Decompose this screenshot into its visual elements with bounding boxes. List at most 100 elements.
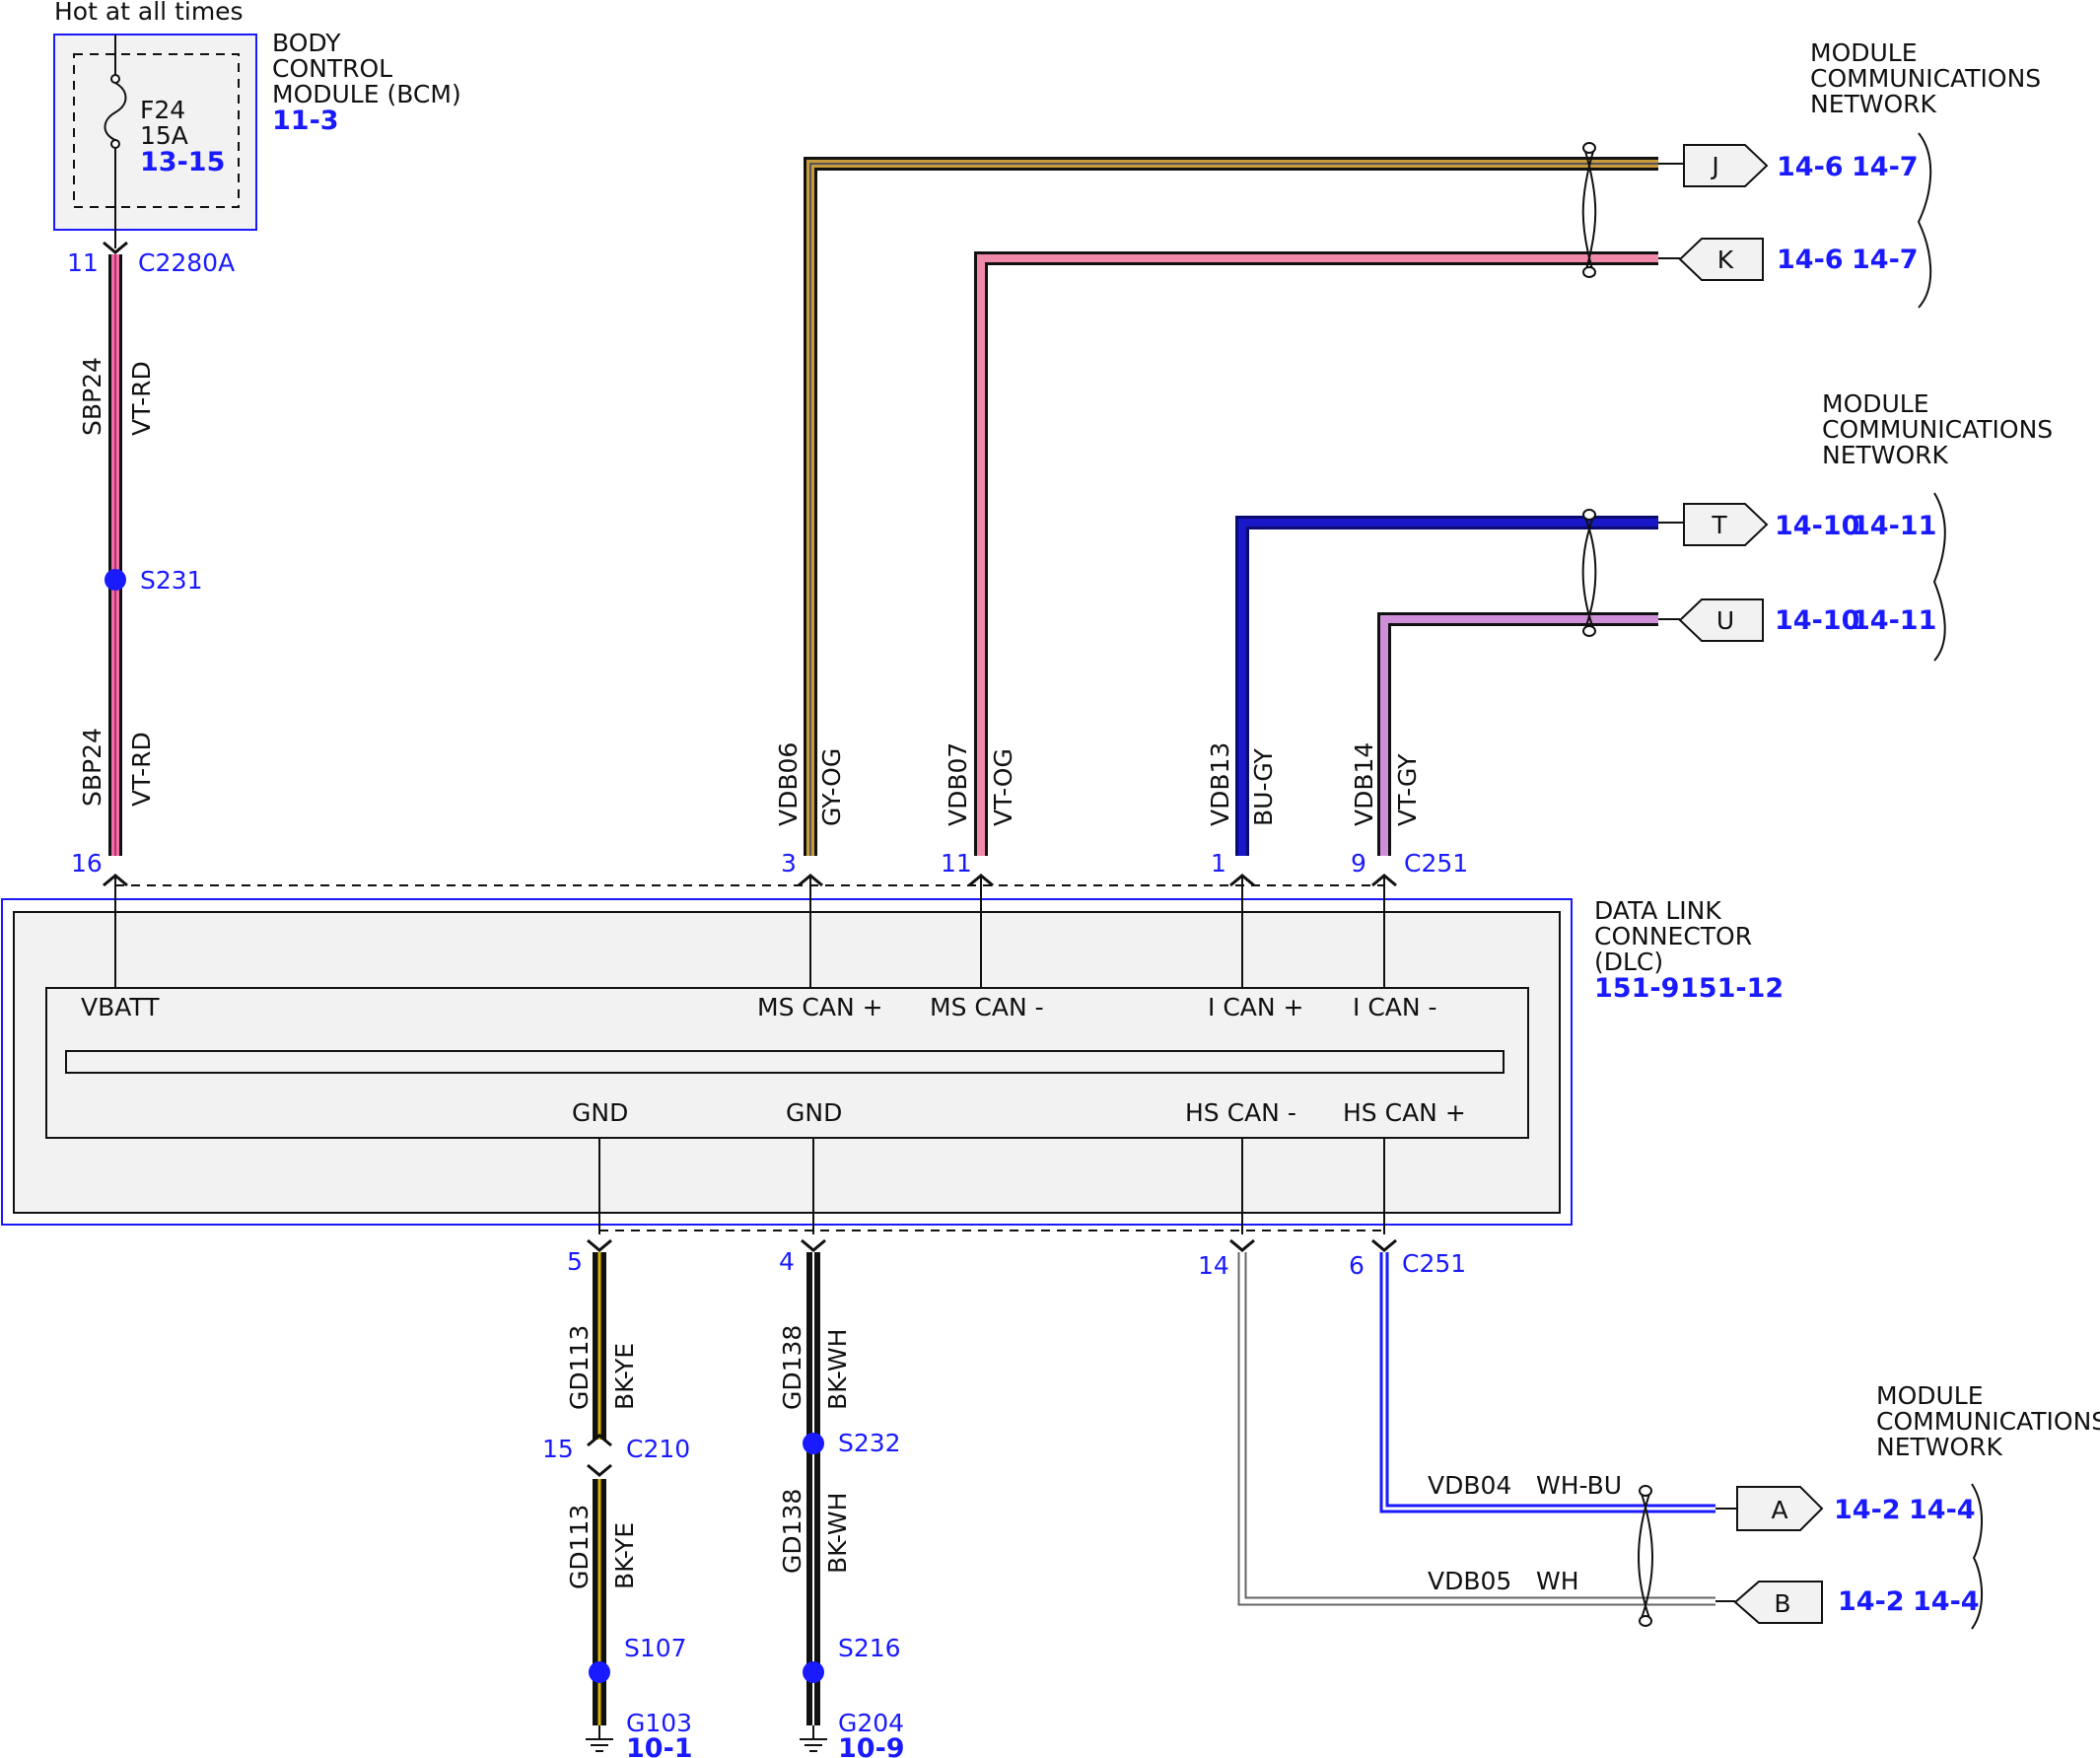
network-mid-title-2: COMMUNICATIONS — [1822, 415, 2053, 444]
connector-u-ref2[interactable]: 14-11 — [1852, 605, 1936, 636]
i-can-minus-wire[interactable] — [1377, 612, 1658, 856]
network-top-title-3: NETWORK — [1810, 90, 1937, 118]
top-connector-arrows-icon — [103, 874, 1397, 887]
ground-g204-ref[interactable]: 10-9 — [838, 1733, 905, 1758]
c2280a-connector-icon — [103, 241, 128, 254]
network-bottom-title-1: MODULE — [1876, 1381, 1984, 1410]
splice-s231[interactable] — [105, 569, 126, 591]
hs-can-plus-pin: 6 — [1349, 1251, 1365, 1280]
connector-b[interactable] — [1715, 1581, 1823, 1624]
gnd1-lower-color: BK-YE — [610, 1522, 639, 1589]
bcm-title-line-2: CONTROL — [272, 54, 392, 83]
ms-can-minus-color: VT-OG — [989, 748, 1017, 826]
connector-k-ref1[interactable]: 14-6 — [1777, 245, 1844, 275]
dlc-title-2: CONNECTOR — [1594, 922, 1752, 950]
ms-can-minus-wire[interactable] — [974, 251, 1658, 856]
dlc-pin-gnd-2: GND — [786, 1098, 842, 1127]
connector-j[interactable] — [1658, 144, 1769, 187]
ms-can-plus-pin: 3 — [781, 849, 797, 878]
connector-j-ref2[interactable]: 14-7 — [1852, 152, 1919, 182]
connector-u-ref1[interactable]: 14-10 — [1775, 605, 1859, 636]
fuse-rating: 15A — [140, 121, 188, 150]
twisted-pair-ab-icon — [1638, 1485, 1653, 1627]
ms-can-minus-circuit: VDB07 — [944, 742, 972, 826]
vbatt-upper-color: VT-RD — [127, 361, 156, 436]
connector-t-label: T — [1711, 511, 1727, 539]
ground-g103-ref[interactable]: 10-1 — [626, 1733, 693, 1758]
gnd2-lower-color: BK-WH — [823, 1493, 852, 1574]
dlc-title-3: (DLC) — [1594, 948, 1663, 976]
gnd2-upper-color: BK-WH — [823, 1329, 852, 1410]
dlc-ref2-link[interactable]: 151-12 — [1680, 973, 1784, 1004]
dlc-module[interactable] — [1, 898, 1573, 1226]
connector-b-ref1[interactable]: 14-2 — [1838, 1586, 1905, 1617]
ms-can-plus-color: GY-OG — [817, 748, 846, 826]
splice-s216-label: S216 — [838, 1634, 901, 1662]
ms-can-minus-pin: 11 — [941, 849, 972, 878]
connector-a[interactable] — [1715, 1486, 1824, 1531]
bottom-connector-arrows-icon — [587, 1238, 1397, 1252]
network-bottom-title-2: COMMUNICATIONS — [1876, 1407, 2100, 1436]
dlc-pin-ms-can-minus: MS CAN - — [930, 993, 1044, 1021]
brace-mid-icon — [1932, 492, 1946, 662]
ms-can-plus-wire[interactable] — [804, 157, 1658, 856]
hs-can-minus-circuit: VDB05 — [1428, 1567, 1511, 1595]
connector-k-ref2[interactable]: 14-7 — [1852, 245, 1919, 275]
splice-s216[interactable] — [803, 1661, 824, 1683]
bcm-title-line-1: BODY — [272, 29, 341, 57]
dlc-pin-hs-can-plus: HS CAN + — [1343, 1098, 1466, 1127]
bcm-ref-link[interactable]: 11-3 — [272, 105, 339, 136]
connector-a-ref2[interactable]: 14-4 — [1909, 1495, 1976, 1525]
bcm-module[interactable] — [53, 34, 257, 231]
dlc-ref1-link[interactable]: 151-9 — [1594, 973, 1679, 1004]
i-can-plus-pin: 1 — [1211, 849, 1226, 878]
vbatt-upper-circuit: SBP24 — [78, 357, 106, 436]
connector-t-ref1[interactable]: 14-10 — [1775, 511, 1859, 541]
c251-top-label: C251 — [1404, 849, 1468, 878]
network-mid-title-1: MODULE — [1822, 389, 1929, 418]
gnd1-upper-circuit: GD113 — [565, 1325, 594, 1410]
hs-can-minus-pin: 14 — [1198, 1251, 1229, 1280]
network-bottom-title-3: NETWORK — [1876, 1433, 2003, 1461]
hs-can-plus-color: WH-BU — [1536, 1471, 1622, 1500]
ground-g103-label: G103 — [626, 1709, 692, 1737]
c210-name: C210 — [626, 1435, 690, 1463]
i-can-plus-wire[interactable] — [1235, 516, 1658, 856]
gnd2-pin: 4 — [779, 1247, 795, 1276]
gnd1-pin: 5 — [567, 1247, 583, 1276]
connector-k[interactable] — [1658, 238, 1764, 281]
c2280a-name: C2280A — [138, 248, 235, 277]
gnd1-lower-circuit: GD113 — [565, 1505, 594, 1589]
ground-g204-icon — [800, 1725, 827, 1752]
connector-u[interactable] — [1658, 598, 1764, 642]
connector-t[interactable] — [1658, 503, 1769, 546]
connector-t-ref2[interactable]: 14-11 — [1852, 511, 1936, 541]
hs-can-plus-wire[interactable] — [1379, 1252, 1715, 1513]
connector-j-ref1[interactable]: 14-6 — [1777, 152, 1844, 182]
connector-j-label: J — [1710, 152, 1718, 180]
fuse-name: F24 — [140, 96, 185, 124]
hs-can-minus-wire[interactable] — [1237, 1252, 1715, 1606]
i-can-minus-pin: 9 — [1351, 849, 1366, 878]
connector-a-ref1[interactable]: 14-2 — [1834, 1495, 1901, 1525]
splice-s232[interactable] — [803, 1433, 824, 1454]
network-top-title-2: COMMUNICATIONS — [1810, 64, 2041, 93]
gnd2-lower-circuit: GD138 — [778, 1489, 806, 1574]
hs-can-minus-color: WH — [1536, 1567, 1579, 1595]
brace-bottom-icon — [1971, 1483, 1984, 1630]
hot-at-all-times-label: Hot at all times — [54, 0, 244, 26]
c2280a-pin: 11 — [67, 248, 99, 277]
vbatt-pin: 16 — [71, 849, 103, 878]
connector-k-label: K — [1717, 246, 1734, 274]
connector-u-label: U — [1716, 606, 1734, 635]
vbatt-lower-color: VT-RD — [127, 732, 156, 807]
splice-s232-label: S232 — [838, 1429, 901, 1457]
c210-connector-icon — [587, 1434, 612, 1477]
fuse-f24-icon — [104, 35, 127, 248]
connector-b-ref2[interactable]: 14-4 — [1913, 1586, 1980, 1617]
splice-s107[interactable] — [589, 1661, 610, 1683]
fuse-ref-link[interactable]: 13-15 — [140, 147, 225, 177]
connector-a-label: A — [1771, 1496, 1787, 1524]
dlc-pin-vbatt: VBATT — [81, 993, 160, 1021]
